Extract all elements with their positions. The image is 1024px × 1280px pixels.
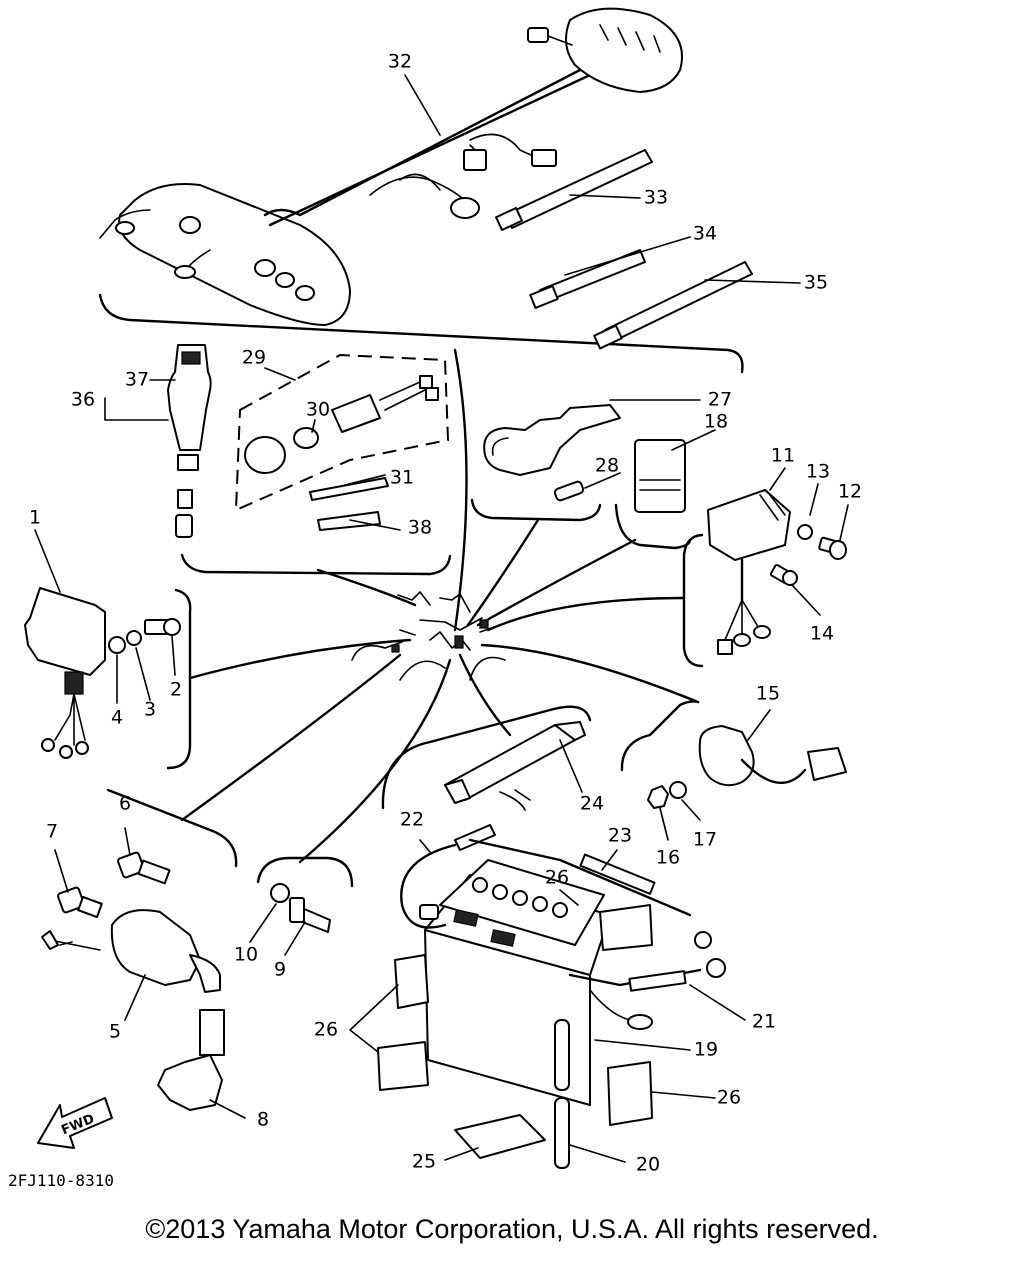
starter-relay: [647, 725, 847, 809]
label-9: 9: [274, 959, 286, 981]
part-labels: 32 33 34 35 29 37 36 30 27 18 31 28 11 1…: [29, 51, 862, 1176]
label-1: 1: [29, 507, 41, 529]
label-26-top: 26: [545, 867, 569, 889]
battery-cables: [400, 721, 726, 1030]
label-33: 33: [644, 187, 668, 209]
label-8: 8: [257, 1109, 269, 1131]
label-36: 36: [71, 389, 95, 411]
label-15: 15: [756, 683, 780, 705]
label-16: 16: [656, 847, 680, 869]
label-20: 20: [636, 1154, 660, 1176]
ignition-coil: [41, 851, 225, 1111]
label-21: 21: [752, 1011, 776, 1033]
bolt-washer: [270, 883, 331, 933]
cdi-unit: [24, 587, 181, 759]
label-14: 14: [810, 623, 834, 645]
label-10: 10: [234, 944, 258, 966]
label-2: 2: [170, 679, 182, 701]
fuse-holder-relay: [483, 404, 686, 513]
main-switch: [167, 344, 212, 538]
label-22: 22: [400, 809, 424, 831]
label-18: 18: [704, 411, 728, 433]
label-12: 12: [838, 481, 862, 503]
copyright-notice: ©2013 Yamaha Motor Corporation, U.S.A. A…: [145, 1214, 879, 1244]
label-35: 35: [804, 272, 828, 294]
drawing-code: 2FJ110-8310: [8, 1171, 114, 1190]
lamp-set: [234, 353, 450, 531]
fwd-arrow-icon: FWD: [37, 1097, 113, 1149]
label-4: 4: [111, 707, 123, 729]
label-5: 5: [109, 1021, 121, 1043]
label-25: 25: [412, 1151, 436, 1173]
battery: [377, 859, 653, 1169]
label-34: 34: [693, 223, 717, 245]
tail-light-harness: [99, 7, 683, 326]
label-23: 23: [608, 825, 632, 847]
label-29: 29: [242, 347, 266, 369]
label-27: 27: [708, 389, 732, 411]
label-3: 3: [144, 699, 156, 721]
label-6: 6: [119, 793, 131, 815]
label-26-right: 26: [717, 1087, 741, 1109]
label-26-left: 26: [314, 1019, 338, 1041]
cable-ties: [495, 149, 753, 350]
label-38: 38: [408, 517, 432, 539]
rectifier-regulator: [707, 489, 847, 655]
label-24: 24: [580, 793, 604, 815]
label-31: 31: [390, 467, 414, 489]
label-11: 11: [771, 445, 795, 467]
hub-leaders: [180, 348, 700, 864]
label-leaders: [34, 74, 849, 1163]
label-7: 7: [46, 821, 58, 843]
connector-hub: [384, 591, 501, 653]
label-13: 13: [806, 461, 830, 483]
label-17: 17: [693, 829, 717, 851]
label-19: 19: [694, 1039, 718, 1061]
label-32: 32: [388, 51, 412, 73]
label-37: 37: [125, 369, 149, 391]
label-30: 30: [306, 399, 330, 421]
label-28: 28: [595, 455, 619, 477]
